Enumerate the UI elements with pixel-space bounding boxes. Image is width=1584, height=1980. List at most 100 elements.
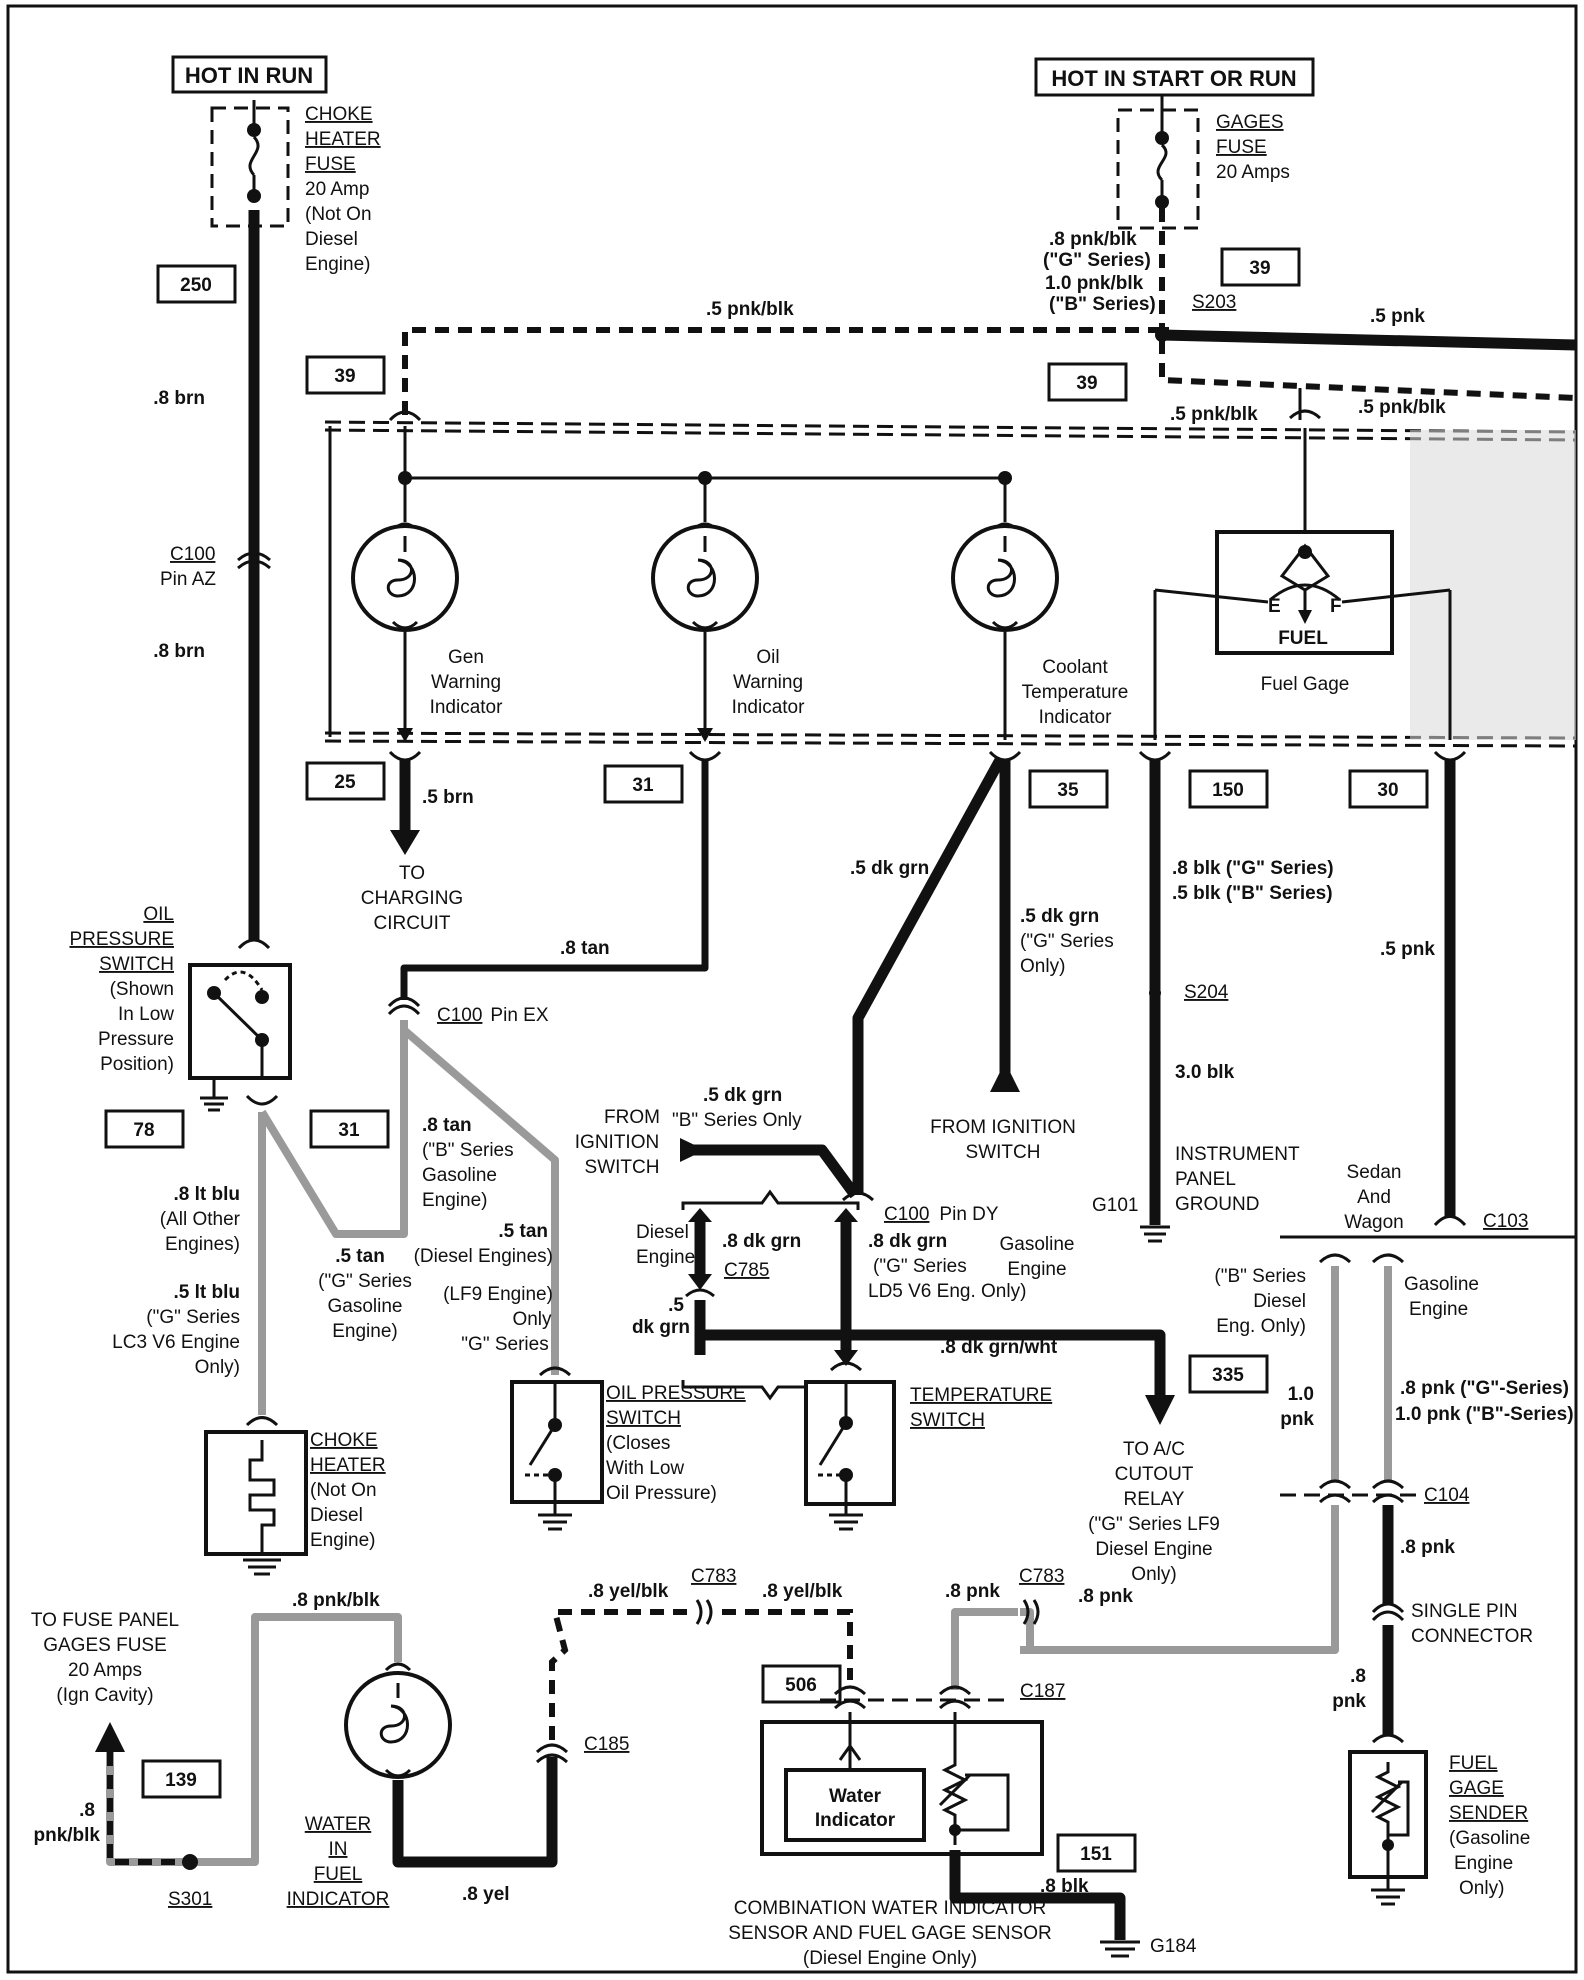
temperature-switch [804,1361,896,1531]
fuel-word: FUEL [1278,628,1328,649]
wire-label-pnk-series: .8 pnk ("G"-Series)1.0 pnk ("B"-Series) [1395,1378,1574,1425]
gages-fuse [1116,96,1200,230]
c783-b-label: C783 [1019,1566,1064,1587]
svg-text:39: 39 [334,366,355,387]
choke-heater [204,1416,308,1576]
wire-label-8brn-2: .8 brn [153,641,205,662]
c100-ex-connector [387,996,421,1008]
c783-b-connector [1022,1599,1040,1625]
svg-text:150: 150 [1212,780,1244,801]
wire-8-blk [949,1850,1126,1940]
svg-text:151: 151 [1080,1844,1112,1865]
fuel-gage-f-label: F [1330,596,1342,617]
hot-in-run-label: HOT IN RUN [185,63,313,88]
page-frame [6,4,1578,1974]
svg-text:31: 31 [632,775,654,796]
c783-a-connector [695,1599,713,1625]
svg-text:78: 78 [133,1120,154,1141]
g101-label: G101 [1092,1195,1138,1216]
c185-label: C185 [584,1734,629,1755]
circuit-39-box-c: 39 [1220,247,1301,287]
circuit-31-box-b: 31 [309,1109,390,1149]
svg-text:25: 25 [334,772,356,793]
circuit-506-box: 506 [761,1664,842,1704]
wire-8-tan [400,760,709,1000]
circuit-335-box: 335 [1188,1354,1269,1394]
svg-text:506: 506 [785,1675,817,1696]
wire-label-5pnk-right: .5 pnk [1380,939,1435,960]
c187-label: C187 [1020,1681,1065,1702]
wire-5-dk-grn-b [683,1144,860,1199]
wire-label-5tan-diesel: .5 tan(Diesel Engines) [414,1221,553,1267]
circuit-151-box: 151 [1056,1833,1137,1873]
wire-8-yel-blk-b [722,1609,853,1680]
wire-8-pnk-to-c783 [1030,1505,1339,1654]
svg-text:31: 31 [338,1120,360,1141]
wire-label-8brn-1: .8 brn [153,388,205,409]
hot-in-start-or-run-label: HOT IN START OR RUN [1051,66,1296,91]
circuit-250-box: 250 [156,264,237,304]
g184-label: G184 [1150,1936,1197,1957]
to-fuse-panel-arrow [95,1722,125,1752]
s301-label: S301 [168,1889,212,1910]
wire-label-8dkgrnwht: .8 dk grn/wht [940,1337,1058,1358]
wire-label-8pnk-a: .8 pnk [1400,1537,1455,1558]
svg-text:30: 30 [1377,780,1398,801]
wire-label-8pnkblk-b: .8 pnk/blk [292,1590,380,1611]
wire-label-8pnk-d: .8 pnk [1078,1586,1133,1607]
circuit-150-box: 150 [1188,769,1269,809]
wire-label-5pnkblk-top: .5 pnk/blk [706,299,794,320]
svg-text:250: 250 [180,275,212,296]
wire-label-blk-series: .8 blk ("G" Series).5 blk ("B" Series) [1172,858,1334,904]
wire-8-yel-blk-a [549,1609,695,1740]
combination-sensor [760,1712,1044,1856]
wire-label-8tan: .8 tan [560,938,610,959]
c783-a-label: C783 [691,1566,736,1587]
oil-pressure-switch-left [188,938,292,1112]
gen-warning-indicator [351,478,459,742]
svg-text:35: 35 [1057,780,1079,801]
wire-5-tan-g [258,1020,408,1238]
pnk-blk-series-label: .8 pnk/blk("G" Series)1.0 pnk/blk("B" Se… [1043,229,1156,315]
c785-label: C785 [724,1260,769,1281]
choke-heater-fuse [210,100,290,228]
wire-label-8yel: .8 yel [462,1884,510,1905]
wire-8-pnk-c [951,1608,1028,1690]
circuit-39-box-a: 39 [305,355,386,395]
circuit-30-box: 30 [1348,769,1429,809]
wire-label-3blk: 3.0 blk [1175,1062,1235,1083]
wire-5-tan-diesel [401,1026,559,1375]
c104-label: C104 [1424,1485,1470,1506]
lf9-only-label: (LF9 Engine)Only"G" Series [443,1284,553,1355]
wire-label-5dkgrn: .5 dk grn [850,858,929,879]
wire-pnk-blk-main [1159,208,1176,333]
wire-label-8yelblk-1: .8 yel/blk [588,1581,669,1602]
oil-pressure-switch-center [510,1366,604,1531]
wire-label-5pnkblk-r1: .5 pnk/blk [1170,404,1258,425]
oil-warning-indicator [651,478,759,742]
wire-8-yel [392,1757,558,1868]
ground-g184 [1100,1940,1140,1958]
